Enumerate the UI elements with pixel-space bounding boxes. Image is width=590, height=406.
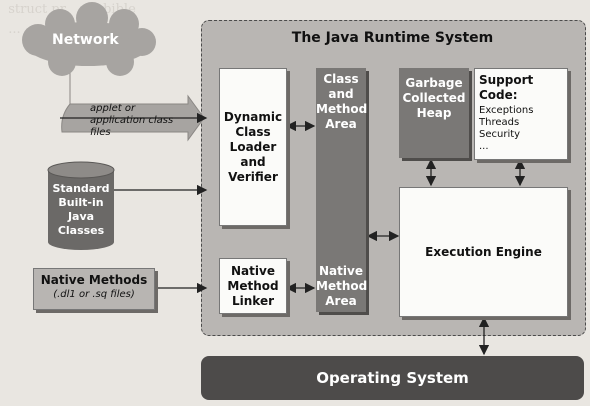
native-method-linker-label: Native Method Linker: [227, 263, 279, 308]
standard-classes-cylinder-icon: [47, 161, 115, 250]
support-code-item: ...: [479, 141, 489, 152]
network-arrow-label: applet or application class files: [90, 103, 174, 138]
native-methods-box: Native Methods (.dl1 or .sq files): [33, 268, 155, 310]
operating-system-label: Operating System: [316, 369, 469, 387]
operating-system-bar: Operating System: [201, 356, 584, 400]
network-label: Network: [52, 32, 119, 48]
execution-engine-box: Execution Engine: [399, 187, 568, 317]
support-code-item: Exceptions: [479, 105, 534, 116]
native-method-area-label: Native Method Area: [316, 264, 368, 308]
support-code-label: Support Code:: [479, 73, 534, 102]
native-method-linker-box: Native Method Linker: [219, 258, 287, 314]
native-methods-sublabel: (.dl1 or .sq files): [53, 289, 135, 300]
dynamic-class-loader-box: Dynamic Class Loader and Verifier: [219, 68, 287, 226]
standard-classes-label: Standard Built-in Java Classes: [52, 182, 110, 237]
execution-engine-label: Execution Engine: [425, 244, 542, 259]
support-code-item: Threads: [479, 117, 520, 128]
dynamic-class-loader-label: Dynamic Class Loader and Verifier: [223, 109, 283, 184]
class-method-area-label: Class and Method Area: [316, 72, 368, 131]
garbage-collected-heap-label: Garbage Collected Heap: [402, 76, 466, 120]
native-methods-label: Native Methods: [40, 273, 148, 287]
network-cloud-icon: [22, 2, 156, 76]
garbage-collected-heap-box: Garbage Collected Heap: [399, 68, 469, 158]
support-code-box: Support Code: Exceptions Threads Securit…: [474, 68, 568, 160]
network-fat-arrow: [61, 68, 205, 142]
diagram-title: The Java Runtime System: [291, 30, 494, 46]
class-method-area-column: Class and Method Area Native Method Area: [316, 68, 368, 312]
support-code-item: Security: [479, 129, 521, 140]
